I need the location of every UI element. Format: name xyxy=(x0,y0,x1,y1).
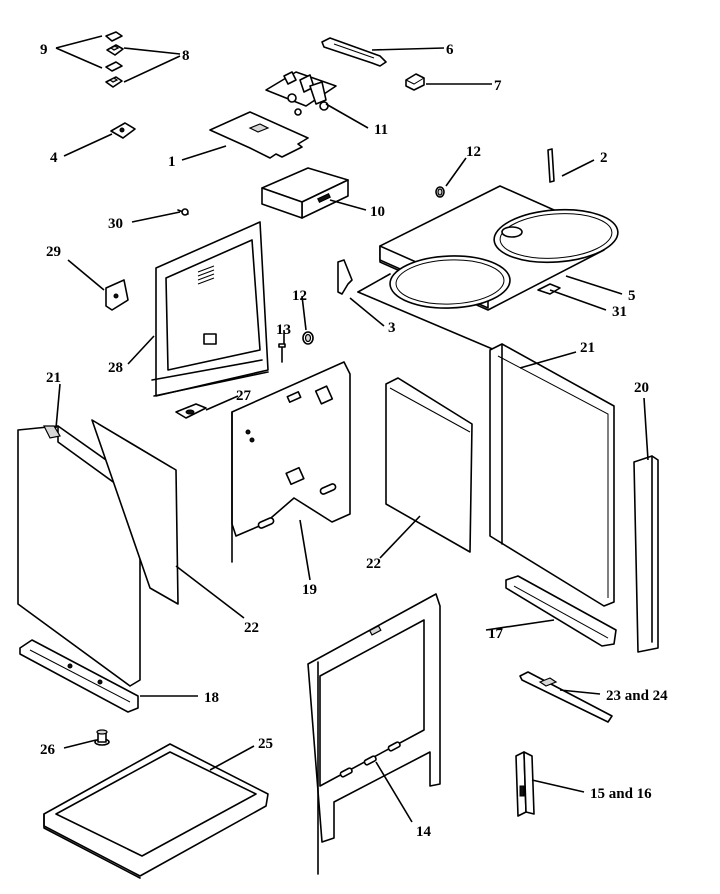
part-15-16-hinge xyxy=(515,751,535,817)
callout-23-and-24: 23 and 24 xyxy=(606,688,668,704)
callout-28: 28 xyxy=(108,360,123,376)
callout-6: 6 xyxy=(446,42,454,58)
part-11-valve-assembly xyxy=(265,71,337,116)
callout-15-and-16: 15 and 16 xyxy=(590,786,652,802)
callout-12-top: 12 xyxy=(466,144,481,160)
part-10-bracket xyxy=(261,167,349,219)
callout-1: 1 xyxy=(168,154,176,170)
callout-21-right: 21 xyxy=(580,340,595,356)
part-clips-9-8 xyxy=(105,31,124,88)
callout-labels: 9 8 4 1 6 7 11 10 30 12 2 5 31 3 29 28 2… xyxy=(40,42,668,840)
part-5-cooktop-panel xyxy=(357,185,619,365)
part-22-panel-center xyxy=(385,377,473,553)
callout-26: 26 xyxy=(40,742,56,758)
part-13-screw xyxy=(278,343,286,363)
callout-3: 3 xyxy=(388,320,396,336)
part-26-foot xyxy=(94,729,110,746)
callout-31: 31 xyxy=(612,304,627,320)
part-17-rail xyxy=(505,575,617,647)
callout-30: 30 xyxy=(108,216,123,232)
callout-25: 25 xyxy=(258,736,273,752)
callout-19: 19 xyxy=(302,582,317,598)
part-3-clip xyxy=(337,259,353,295)
callout-11: 11 xyxy=(374,122,388,138)
part-12-grommet-top xyxy=(435,186,445,198)
part-4-bracket xyxy=(110,122,136,139)
part-19-back-panel xyxy=(231,361,351,563)
callout-12-mid: 12 xyxy=(292,288,307,304)
callout-17: 17 xyxy=(488,626,504,642)
part-20-trim xyxy=(633,455,659,653)
leader-lines xyxy=(55,35,649,823)
callout-10: 10 xyxy=(370,204,385,220)
part-27-grommet xyxy=(175,403,207,419)
part-12-grommet-mid xyxy=(302,331,314,345)
part-23-24-bracket xyxy=(519,671,613,723)
callout-14: 14 xyxy=(416,824,432,840)
part-28-oven-back-panel xyxy=(151,221,269,397)
callout-8: 8 xyxy=(182,48,190,64)
part-14-front-frame xyxy=(307,593,441,875)
part-6-strap xyxy=(321,37,387,67)
callout-18: 18 xyxy=(204,690,219,706)
callout-27: 27 xyxy=(236,388,252,404)
part-7-block xyxy=(405,73,425,91)
part-25-drawer xyxy=(43,743,269,879)
callout-5: 5 xyxy=(628,288,636,304)
callout-4: 4 xyxy=(50,150,58,166)
callout-13: 13 xyxy=(276,322,291,338)
callout-21-left: 21 xyxy=(46,370,61,386)
callout-20: 20 xyxy=(634,380,649,396)
callout-9: 9 xyxy=(40,42,48,58)
part-21-side-panel-right xyxy=(489,343,615,607)
callout-7: 7 xyxy=(494,78,502,94)
part-2-rod xyxy=(547,148,555,183)
callout-22-left: 22 xyxy=(244,620,259,636)
part-22-panel-left xyxy=(91,419,179,605)
part-30-screw xyxy=(177,208,189,216)
part-18-rail xyxy=(19,639,139,713)
part-29-plate xyxy=(105,279,129,311)
part-21-side-panel-left xyxy=(17,425,141,687)
part-1-plate xyxy=(209,111,309,159)
callout-29: 29 xyxy=(46,244,61,260)
callout-22-center: 22 xyxy=(366,556,381,572)
callout-2: 2 xyxy=(600,150,608,166)
